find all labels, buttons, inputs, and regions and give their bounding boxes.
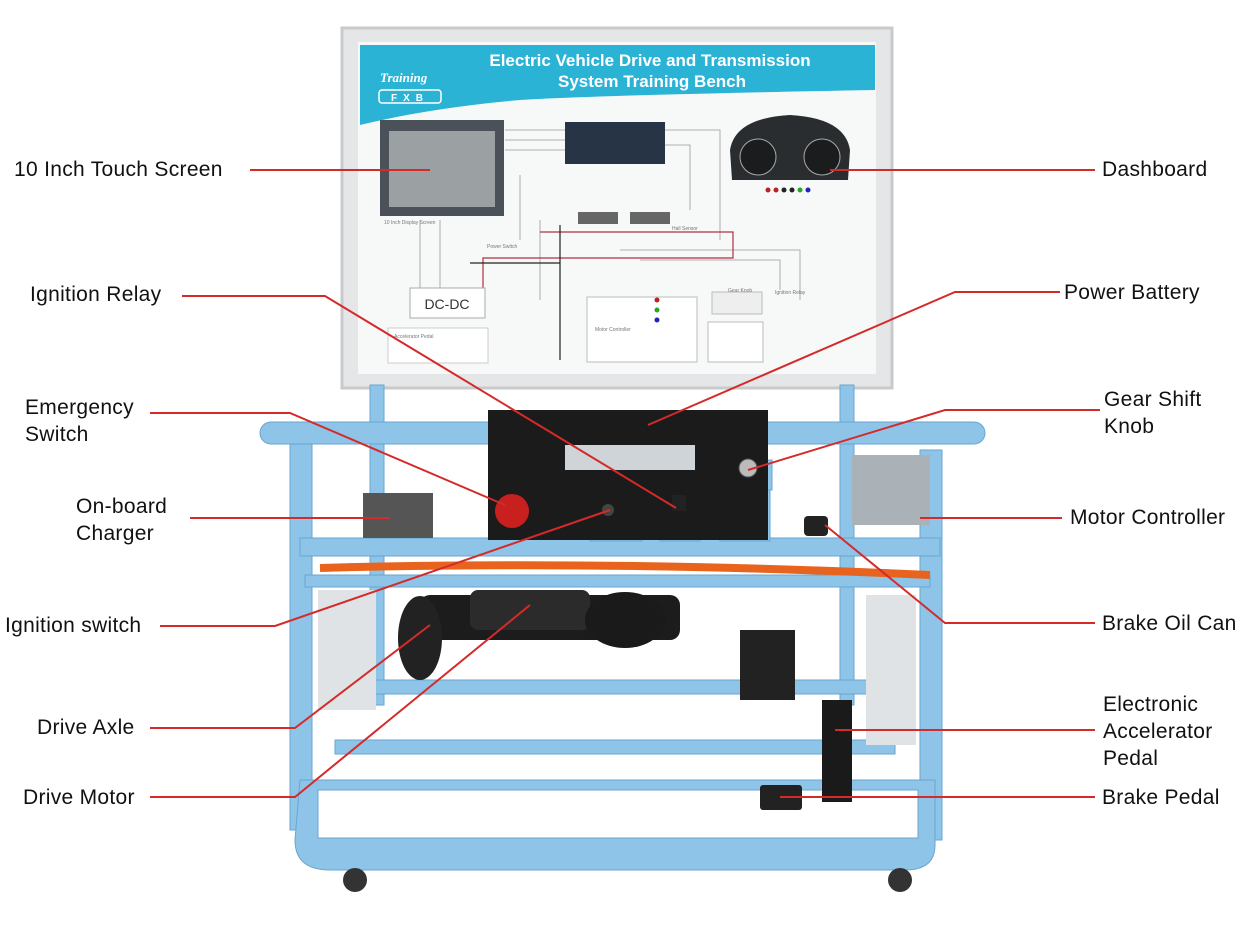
board-title-line1: Electric Vehicle Drive and Transmission (489, 51, 810, 70)
pedal-assembly (740, 630, 795, 700)
emergency-switch (495, 494, 529, 528)
svg-text:Motor Controller: Motor Controller (595, 327, 631, 333)
svg-text:Gear Knob: Gear Knob (728, 288, 752, 294)
label-ignition-switch: Ignition switch (5, 614, 142, 637)
label-touch-screen: 10 Inch Touch Screen (14, 158, 223, 181)
svg-text:DC-DC: DC-DC (424, 296, 469, 312)
board-banner (360, 45, 875, 125)
label-brake-pedal: Brake Pedal (1102, 786, 1220, 809)
orange-cable (319, 561, 931, 579)
onboard-charger (363, 493, 433, 538)
ignition-relay (672, 495, 686, 511)
svg-text:Power Switch: Power Switch (487, 244, 518, 250)
caster-wheel (343, 868, 367, 892)
brake-oil-can (804, 516, 828, 536)
label-drive-axle: Drive Axle (37, 716, 135, 739)
label-power-battery: Power Battery (1064, 281, 1200, 304)
display-board: Electric Vehicle Drive and Transmission … (340, 26, 894, 390)
leader-emergency-switch (150, 412, 506, 506)
label-ignition-relay: Ignition Relay (30, 283, 162, 306)
brake-disc (398, 596, 442, 680)
svg-text:10 Inch Display Screen: 10 Inch Display Screen (384, 220, 436, 226)
power-battery (488, 410, 768, 540)
board-title-line2: System Training Bench (558, 72, 746, 91)
leader-power-battery (647, 291, 1060, 426)
leader-drive-motor (150, 604, 531, 798)
label-brake-oil-can: Brake Oil Can (1102, 612, 1237, 635)
fxb-logo: Training FXB (378, 70, 442, 104)
label-drive-motor: Drive Motor (23, 786, 135, 809)
leader-ignition-switch (160, 509, 611, 627)
dcdc-block (409, 287, 486, 319)
svg-text:Hall Sensor: Hall Sensor (672, 226, 698, 232)
battery-cells (565, 445, 695, 470)
caster-wheel (888, 868, 912, 892)
accelerator-pedal (822, 700, 852, 802)
leader-brake-oil-can (824, 524, 1095, 624)
differential (585, 592, 665, 648)
svg-text:Accelerator Pedal: Accelerator Pedal (394, 334, 433, 340)
leader-ignition-relay (182, 295, 677, 509)
label-motor-controller: Motor Controller (1070, 506, 1226, 529)
bms-module (565, 122, 665, 164)
svg-text:Training: Training (380, 70, 428, 85)
svg-text:FXB: FXB (391, 93, 429, 104)
drive-motor (470, 590, 590, 630)
motor-controller (852, 455, 930, 525)
side-panels (318, 590, 916, 745)
label-dashboard: Dashboard (1102, 158, 1208, 181)
leader-lines (150, 169, 1100, 798)
svg-text:Ignition Relay: Ignition Relay (775, 290, 806, 296)
leader-gear-shift-knob (747, 409, 1100, 471)
leader-drive-axle (150, 624, 431, 729)
